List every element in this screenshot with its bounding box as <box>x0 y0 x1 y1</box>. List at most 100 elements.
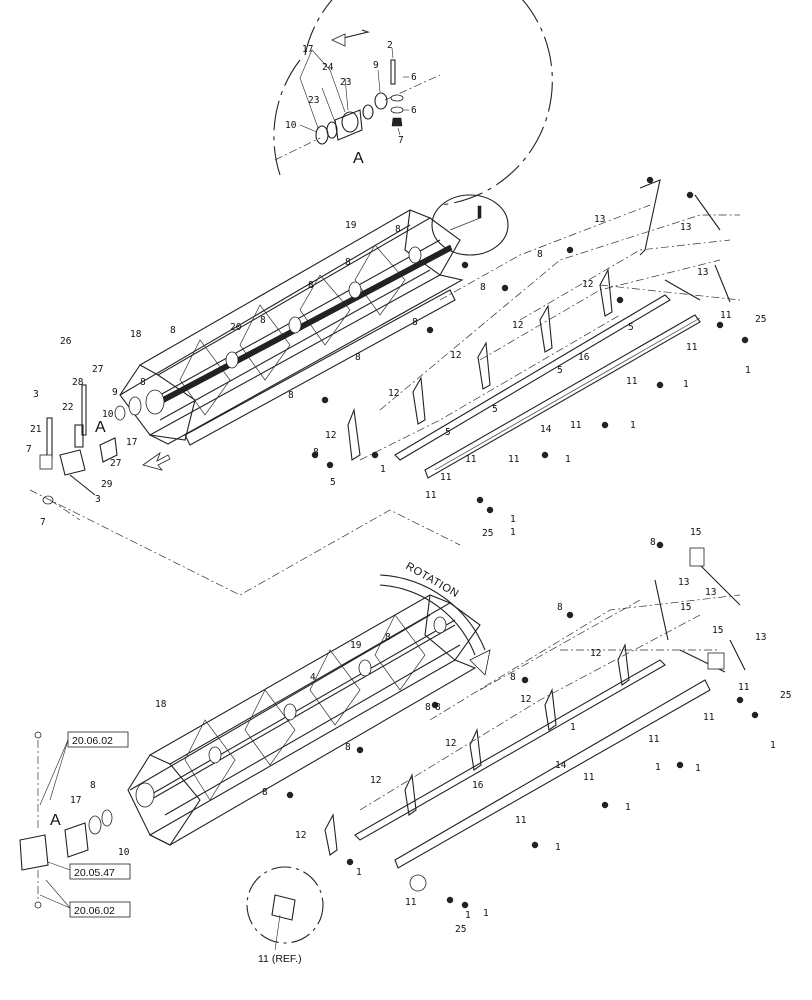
lower-callout: 8 <box>510 672 516 683</box>
lower-callout: 8 <box>262 787 268 798</box>
upper-callout: 1 <box>683 379 689 390</box>
upper-callout: 5 <box>330 477 336 488</box>
upper-callouts: 19 8 8 8 20 8 18 8 8 26 27 28 22 3 9 10 … <box>26 214 766 539</box>
detail-a-view: 17 24 23 23 2 9 6 6 7 10 A <box>273 0 553 206</box>
lower-callout: 12 <box>370 775 381 786</box>
upper-callout: 11 <box>626 376 638 387</box>
upper-callout: 5 <box>445 427 451 438</box>
lower-callout: 1 <box>625 802 631 813</box>
upper-callout: 1 <box>380 464 386 475</box>
section-ref-label: 20.06.02 <box>72 735 113 747</box>
upper-callout: 1 <box>630 420 636 431</box>
lower-callout: 1 <box>695 763 701 774</box>
lower-callout: 1 <box>770 740 776 751</box>
upper-callout: 21 <box>30 424 42 435</box>
detail-letter: A <box>353 150 364 167</box>
upper-callout: 11 <box>720 310 732 321</box>
ref-label: 11 (REF.) <box>258 953 302 965</box>
detail-callout: 17 <box>302 44 313 55</box>
lower-callout: 8 <box>90 780 96 791</box>
upper-callout: 8 <box>260 315 266 326</box>
lower-callout: 11 <box>703 712 715 723</box>
upper-callout: 20 <box>230 322 242 333</box>
lower-callout: 11 <box>583 772 595 783</box>
upper-callout: 12 <box>450 350 461 361</box>
section-ref-box <box>69 863 131 880</box>
upper-callout: 28 <box>72 377 84 388</box>
upper-callout: 14 <box>540 424 552 435</box>
section-ref-label: 20.06.02 <box>74 905 115 917</box>
upper-callout: 29 <box>101 479 113 490</box>
upper-callout: 25 <box>482 528 493 539</box>
upper-callout: 8 <box>313 447 319 458</box>
upper-callout: 12 <box>388 388 399 399</box>
lower-callout: 11 <box>738 682 750 693</box>
lower-callout: 8 <box>435 702 441 713</box>
lower-callout: 8 <box>557 602 563 613</box>
upper-callout: 1 <box>510 527 516 538</box>
upper-end-parts: A <box>29 384 461 596</box>
detail-callout: 23 <box>340 77 351 88</box>
upper-callout: 25 <box>755 314 766 325</box>
upper-callout: 11 <box>465 454 477 465</box>
lower-callout: 14 <box>555 760 567 771</box>
lower-callout: 4 <box>310 672 316 683</box>
lower-callout: 8 <box>650 537 656 548</box>
lower-callout: 17 <box>70 795 81 806</box>
lower-bats <box>286 541 759 909</box>
lower-callout: 1 <box>570 722 576 733</box>
lower-callout: 11 <box>648 734 660 745</box>
upper-callout: 8 <box>395 224 401 235</box>
section-ref-label: 20.05.47 <box>74 867 115 879</box>
upper-callout: 11 <box>570 420 582 431</box>
lower-callout: 8 <box>385 632 391 643</box>
lower-callout: 13 <box>678 577 689 588</box>
lower-callout: 1 <box>655 762 661 773</box>
upper-callout: 12 <box>325 430 336 441</box>
upper-callout: 8 <box>308 280 314 291</box>
section-ref-box <box>69 901 131 918</box>
upper-callout: 17 <box>126 437 137 448</box>
upper-bats <box>311 176 749 514</box>
detail-callout: 9 <box>373 60 379 71</box>
lower-callout: 1 <box>356 867 362 878</box>
upper-view-letter: A <box>95 419 106 436</box>
upper-callout: 8 <box>537 249 543 260</box>
upper-callout: 5 <box>557 365 563 376</box>
lower-callout: 15 <box>690 527 701 538</box>
lower-callout: 12 <box>520 694 531 705</box>
upper-callout: 27 <box>110 458 121 469</box>
section-refs: 20.06.02 20.05.47 20.06.02 <box>39 731 131 918</box>
lower-callout: 13 <box>755 632 766 643</box>
lower-callout: 12 <box>445 738 456 749</box>
detail-pointer-circle <box>431 194 509 256</box>
detail-callout: 23 <box>308 95 319 106</box>
lower-callout: 15 <box>680 602 691 613</box>
lower-callout: 12 <box>295 830 306 841</box>
lower-view-letter: A <box>50 812 61 829</box>
lower-callout: 1 <box>465 910 471 921</box>
upper-callout: 8 <box>140 377 146 388</box>
upper-callout: 5 <box>628 322 634 333</box>
section-ref-box <box>67 731 129 748</box>
upper-callout: 1 <box>745 365 751 376</box>
upper-callout: 8 <box>170 325 176 336</box>
lower-callout: 15 <box>712 625 723 636</box>
upper-reel-frame <box>119 209 464 471</box>
upper-callout: 3 <box>95 494 101 505</box>
upper-callout: 8 <box>412 317 418 328</box>
upper-callout: 5 <box>492 404 498 415</box>
upper-callout: 18 <box>130 329 142 340</box>
upper-callout: 12 <box>512 320 523 331</box>
upper-callout: 13 <box>680 222 691 233</box>
ref-detail: 11 (REF.) <box>246 866 324 965</box>
lower-callout: 18 <box>155 699 167 710</box>
upper-callout: 1 <box>510 514 516 525</box>
detail-callout: 6 <box>411 72 417 83</box>
upper-callout: 8 <box>355 352 361 363</box>
lower-callout: 12 <box>590 648 601 659</box>
lower-callout: 11 <box>405 897 417 908</box>
upper-callout: 26 <box>60 336 72 347</box>
lower-end-parts: A <box>19 731 113 909</box>
rotation-label: ROTATION <box>404 560 461 600</box>
